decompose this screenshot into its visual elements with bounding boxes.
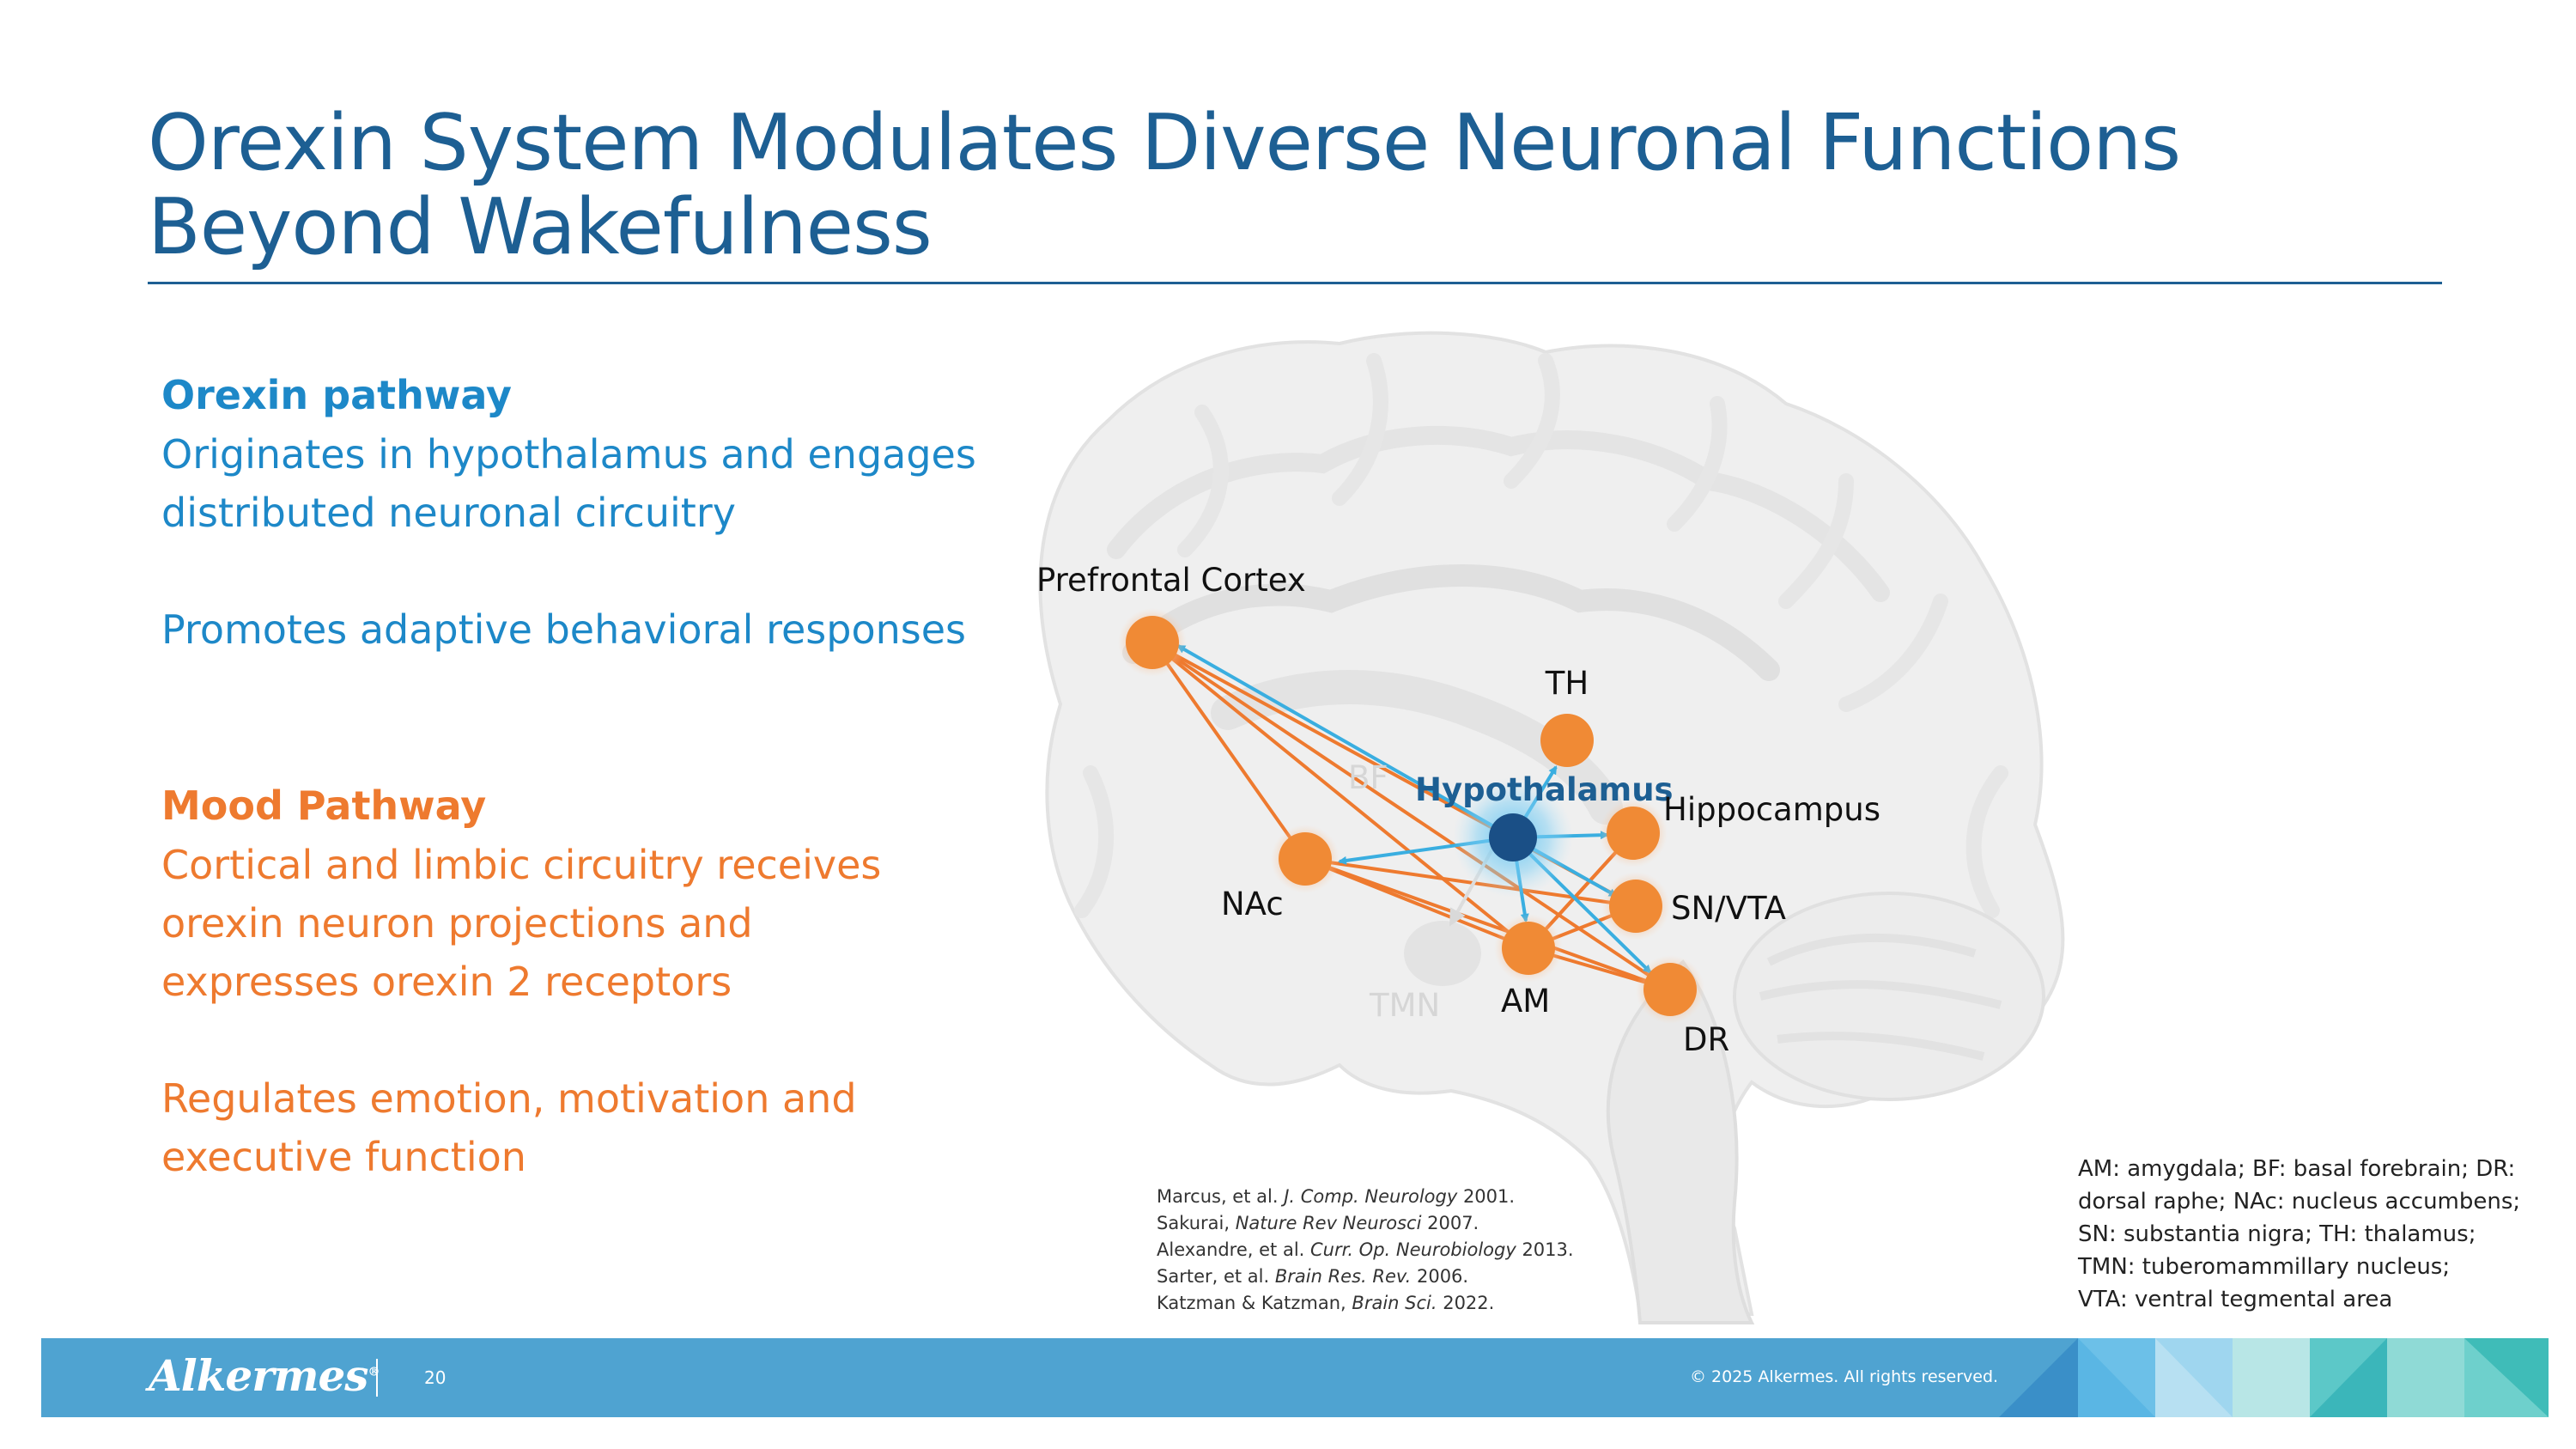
reference-2: Sakurai, Nature Rev Neurosci 2007. — [1157, 1213, 1479, 1233]
footer-bar: Alkermes® 20 © 2025 Alkermes. All rights… — [41, 1338, 2549, 1417]
reference-3: Alexandre, et al. Curr. Op. Neurobiology… — [1157, 1239, 1574, 1260]
label-snvta: SN/VTA — [1671, 890, 1786, 927]
abbr-line-2: dorsal raphe; NAc: nucleus accumbens; — [2078, 1189, 2521, 1215]
label-am: AM — [1501, 983, 1550, 1020]
mood-text-line-4: Regulates emotion, motivation and — [161, 1075, 857, 1122]
node-th — [1540, 714, 1594, 767]
label-hippocampus: Hippocampus — [1663, 791, 1880, 828]
footer-decoration — [1999, 1338, 2549, 1417]
reference-4: Sarter, et al. Brain Res. Rev. 2006. — [1157, 1266, 1469, 1287]
reference-1: Marcus, et al. J. Comp. Neurology 2001. — [1157, 1186, 1516, 1207]
mood-text-line-3: expresses orexin 2 receptors — [161, 959, 732, 1005]
line-nac-snvta — [1304, 857, 1637, 908]
abbr-line-4: TMN: tuberomammillary nucleus; — [2078, 1254, 2451, 1280]
abbr-line-1: AM: amygdala; BF: basal forebrain; DR: — [2078, 1156, 2516, 1182]
label-nac: NAc — [1221, 886, 1284, 922]
label-prefrontal-cortex: Prefrontal Cortex — [1036, 562, 1306, 599]
abbreviations: AM: amygdala; BF: basal forebrain; DR: d… — [2078, 1153, 2559, 1316]
node-prefrontal-cortex — [1126, 616, 1179, 669]
node-nac — [1279, 832, 1332, 886]
label-dr: DR — [1683, 1021, 1729, 1058]
abbr-line-3: SN: substantia nigra; TH: thalamus; — [2078, 1221, 2476, 1247]
reference-5: Katzman & Katzman, Brain Sci. 2022. — [1157, 1293, 1495, 1313]
title-line-2: Beyond Wakefulness — [148, 182, 933, 272]
node-hippocampus — [1607, 807, 1660, 860]
alkermes-logo: Alkermes® — [149, 1350, 380, 1401]
title-line-1: Orexin System Modulates Diverse Neuronal… — [148, 98, 2181, 188]
orexin-text-line-1: Originates in hypothalamus and engages — [161, 431, 976, 478]
node-snvta — [1609, 880, 1662, 933]
mood-text-line-2: orexin neuron projections and — [161, 900, 753, 947]
label-hypothalamus: Hypothalamus — [1415, 771, 1674, 808]
label-bf: BF — [1348, 759, 1388, 796]
copyright: © 2025 Alkermes. All rights reserved. — [1690, 1367, 1999, 1386]
line-pfc-dr — [1151, 641, 1672, 991]
title-underline — [148, 282, 2442, 284]
label-tmn: TMN — [1369, 987, 1440, 1024]
abbr-line-5: VTA: ventral tegmental area — [2078, 1287, 2393, 1312]
footer-divider — [376, 1359, 378, 1397]
label-th: TH — [1545, 665, 1589, 702]
text-column: Orexin pathway Originates in hypothalamu… — [161, 365, 1020, 1186]
mood-text-line-5: executive function — [161, 1134, 526, 1180]
orexin-text-line-3: Promotes adaptive behavioral responses — [161, 606, 966, 653]
node-dr — [1643, 963, 1697, 1016]
slide-title: Orexin System Modulates Diverse Neuronal… — [148, 101, 2466, 270]
orexin-pathway-heading: Orexin pathway — [161, 372, 513, 418]
node-am — [1502, 922, 1555, 975]
page-number: 20 — [424, 1367, 447, 1388]
references: Marcus, et al. J. Comp. Neurology 2001. … — [1157, 1184, 1574, 1317]
line-pfc-nac — [1151, 641, 1307, 861]
mood-pathway-heading: Mood Pathway — [161, 782, 487, 829]
mood-text-line-1: Cortical and limbic circuitry receives — [161, 842, 882, 888]
node-hypothalamus — [1489, 813, 1537, 861]
line-nac-dr — [1304, 857, 1671, 991]
orexin-text-line-2: distributed neuronal circuitry — [161, 490, 736, 536]
arrow-to-pfc — [1176, 644, 1514, 839]
nodes — [1118, 608, 1704, 1024]
